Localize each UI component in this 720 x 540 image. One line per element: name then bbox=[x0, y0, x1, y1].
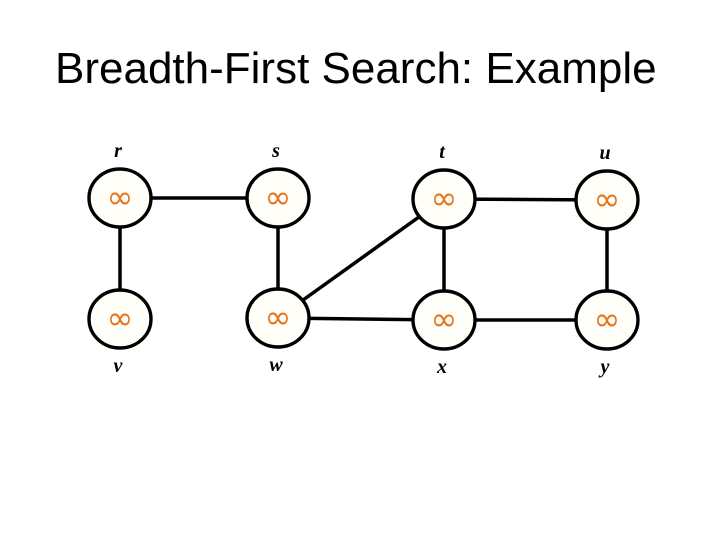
graph-node-value-y: ∞ bbox=[594, 300, 621, 338]
graph-node-label-v: v bbox=[114, 355, 124, 377]
graph-node-label-u: u bbox=[599, 142, 610, 164]
graph-node-value-v: ∞ bbox=[107, 299, 134, 337]
graph-node-value-w: ∞ bbox=[265, 298, 292, 336]
graph-node-x bbox=[411, 289, 477, 351]
graph-node-value-u: ∞ bbox=[594, 180, 621, 218]
graph-node-y bbox=[574, 289, 640, 351]
graph-edge-t-w bbox=[276, 197, 446, 320]
graph-node-label-t: t bbox=[439, 141, 446, 163]
graph-node-label-y: y bbox=[599, 356, 610, 378]
graph-node-label-w: w bbox=[269, 354, 283, 376]
graph-node-label-s: s bbox=[271, 140, 280, 162]
slide-title: Breadth-First Search: Example bbox=[55, 44, 657, 93]
graph-node-label-r: r bbox=[114, 140, 122, 162]
graph-node-value-r: ∞ bbox=[107, 178, 134, 216]
graph-node-v bbox=[87, 288, 153, 350]
graph-node-value-t: ∞ bbox=[431, 179, 458, 217]
graph-node-w bbox=[245, 287, 311, 349]
graph-node-value-x: ∞ bbox=[431, 300, 458, 338]
graph-node-label-x: x bbox=[436, 356, 447, 378]
graph-node-u bbox=[574, 169, 640, 231]
graph-node-t bbox=[411, 168, 477, 230]
graph-node-r bbox=[87, 167, 153, 229]
graph-node-value-s: ∞ bbox=[265, 178, 292, 216]
graph-node-s bbox=[245, 167, 311, 229]
